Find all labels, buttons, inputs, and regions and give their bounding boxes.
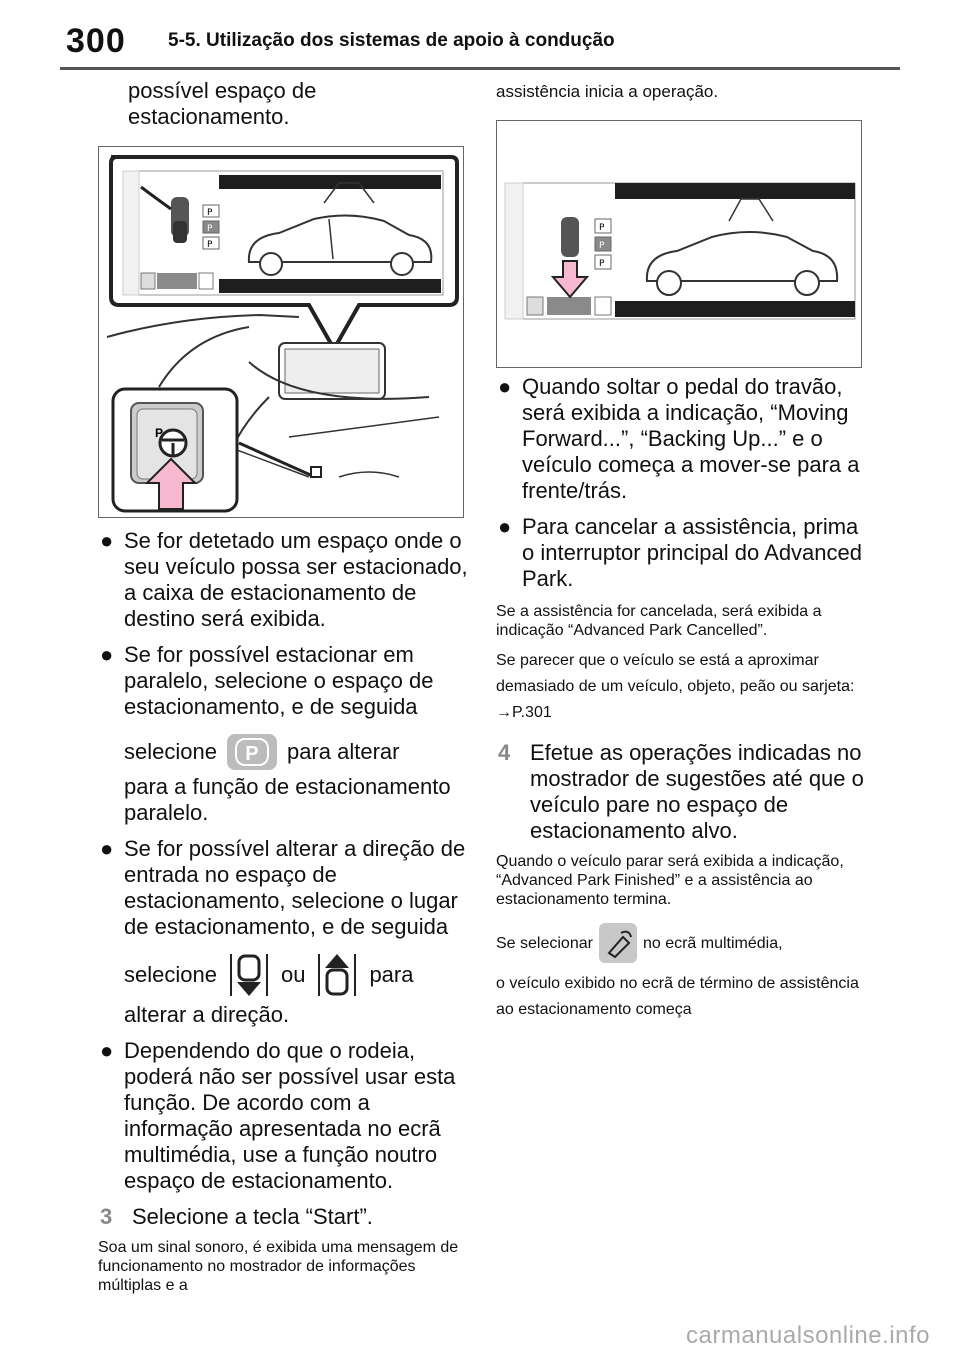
- dashboard-illustration: P P P P: [106, 155, 459, 513]
- note-finished: Quando o veículo parar será exibida a in…: [496, 853, 844, 908]
- right-content: ● Quando soltar o pedal do travão, será …: [496, 374, 866, 1023]
- section-title: 5-5. Utilização dos sistemas de apoio à …: [168, 30, 615, 51]
- step-3-note: Soa um sinal sonoro, é exibida uma mensa…: [98, 1239, 459, 1294]
- svg-text:P: P: [207, 224, 213, 234]
- step-3: 3 Selecione a tecla “Start”.: [100, 1204, 373, 1229]
- bullet-dot-icon: ●: [498, 374, 512, 399]
- bullet-dot-icon: ●: [498, 514, 512, 539]
- bullet-brake: ● Quando soltar o pedal do travão, será …: [498, 374, 860, 503]
- svg-text:P: P: [207, 208, 213, 218]
- select-line-parallel: selecione P para alterar: [98, 730, 468, 774]
- step-4: 4 Efetue as operações indicadas no mostr…: [498, 740, 864, 843]
- bullet-cancel: ● Para cancelar a assistência, prima o i…: [498, 514, 862, 591]
- page-number: 300: [66, 22, 126, 60]
- svg-text:P: P: [155, 426, 163, 440]
- direction-end: alterar a direção.: [124, 1002, 290, 1027]
- bullet-dot-icon: ●: [100, 836, 114, 861]
- note-cancelled: Se a assistência for cancelada, será exi…: [496, 603, 822, 639]
- bullet-direction: ● Se for possível alterar a direção de e…: [100, 836, 466, 939]
- footer-url: carmanualsonline.info: [686, 1322, 930, 1349]
- header-rule: [60, 67, 900, 70]
- rear-entry-icon: [318, 954, 357, 996]
- step-number: 4: [498, 740, 511, 765]
- dashboard-figure: P P P P: [98, 146, 464, 518]
- svg-text:P: P: [599, 259, 605, 269]
- bullet-parallel: ● Se for possível estacionar em paralelo…: [100, 642, 434, 719]
- left-column: possível espaço de estacionamento.: [98, 78, 468, 130]
- bullet-dot-icon: ●: [100, 1038, 114, 1063]
- right-intro: assistência inicia a operação.: [496, 82, 719, 101]
- note-continue: o veículo exibido no ecrã de término de …: [496, 975, 859, 1018]
- parking-p-button-icon: P: [226, 734, 277, 770]
- assist-screen-figure: P P P: [496, 120, 862, 368]
- bullet-dot-icon: ●: [100, 528, 114, 553]
- left-bullets: ● Se for detetado um espaço onde o seu v…: [98, 528, 468, 1295]
- step-number: 3: [100, 1204, 113, 1229]
- svg-text:P: P: [599, 241, 605, 251]
- note-select-line: Se selecionar no ecrã multimédia,: [496, 921, 866, 965]
- svg-text:P: P: [599, 223, 605, 233]
- bullet-surroundings: ● Dependendo do que o rodeia, poderá não…: [100, 1038, 456, 1193]
- select-line-direction: selecione ou para: [98, 948, 468, 1002]
- front-entry-icon: [229, 954, 268, 996]
- note-too-close: Se parecer que o veículo se está a aprox…: [496, 652, 855, 721]
- bullet-dot-icon: ●: [100, 642, 114, 667]
- swap-view-icon: [598, 923, 637, 963]
- assist-screen-illustration: P P P: [504, 182, 856, 320]
- parallel-end: para a função de estacionamento paralelo…: [124, 774, 451, 825]
- left-intro: possível espaço de estacionamento.: [128, 78, 317, 129]
- right-column: assistência inicia a operação.: [496, 78, 866, 101]
- page-header: 300 5-5. Utilização dos sistemas de apoi…: [0, 0, 960, 70]
- bullet-detected: ● Se for detetado um espaço onde o seu v…: [100, 528, 468, 631]
- svg-text:P: P: [207, 240, 213, 250]
